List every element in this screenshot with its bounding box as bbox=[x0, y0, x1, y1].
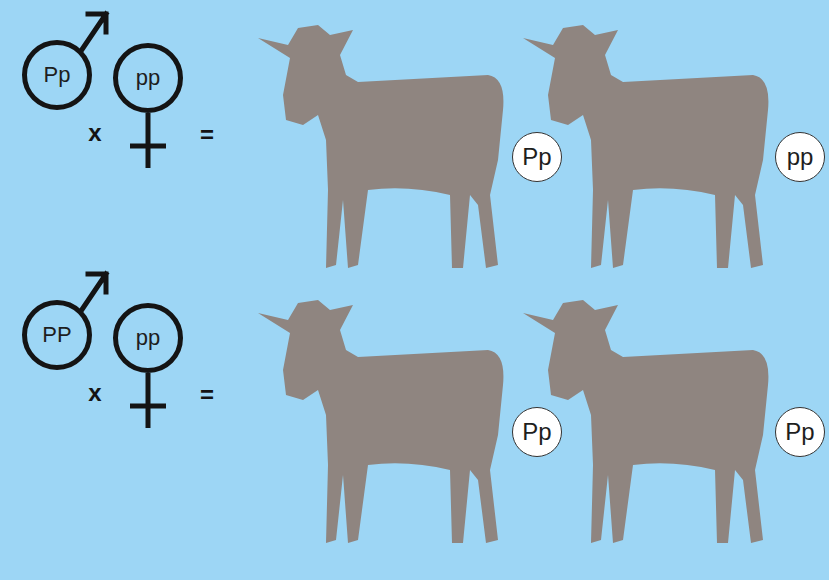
offspring-genotype: pp bbox=[775, 132, 825, 182]
genotype-text: pp bbox=[136, 327, 160, 349]
calf-silhouette bbox=[258, 25, 503, 268]
genotype-text: pp bbox=[787, 145, 814, 169]
genotype-text: pp bbox=[136, 67, 160, 89]
genotype-text: Pp bbox=[785, 420, 814, 444]
offspring-genotype: Pp bbox=[512, 407, 562, 457]
male-symbol-arrow bbox=[81, 14, 106, 311]
cross-sign: x bbox=[88, 121, 101, 145]
equals-sign: = bbox=[200, 383, 214, 407]
genotype-text: Pp bbox=[522, 145, 551, 169]
offspring-genotype: Pp bbox=[775, 407, 825, 457]
female-genotype: pp bbox=[113, 43, 183, 113]
calf-silhouette bbox=[258, 300, 503, 543]
genotype-text: PP bbox=[42, 324, 71, 346]
equals-sign: = bbox=[200, 123, 214, 147]
offspring-genotype: Pp bbox=[512, 132, 562, 182]
male-genotype: Pp bbox=[22, 40, 92, 110]
female-symbol-cross bbox=[130, 113, 166, 428]
genotype-text: Pp bbox=[522, 420, 551, 444]
genotype-text: Pp bbox=[44, 64, 71, 86]
female-genotype: pp bbox=[113, 303, 183, 373]
male-genotype: PP bbox=[22, 300, 92, 370]
cross-sign: x bbox=[88, 381, 101, 405]
